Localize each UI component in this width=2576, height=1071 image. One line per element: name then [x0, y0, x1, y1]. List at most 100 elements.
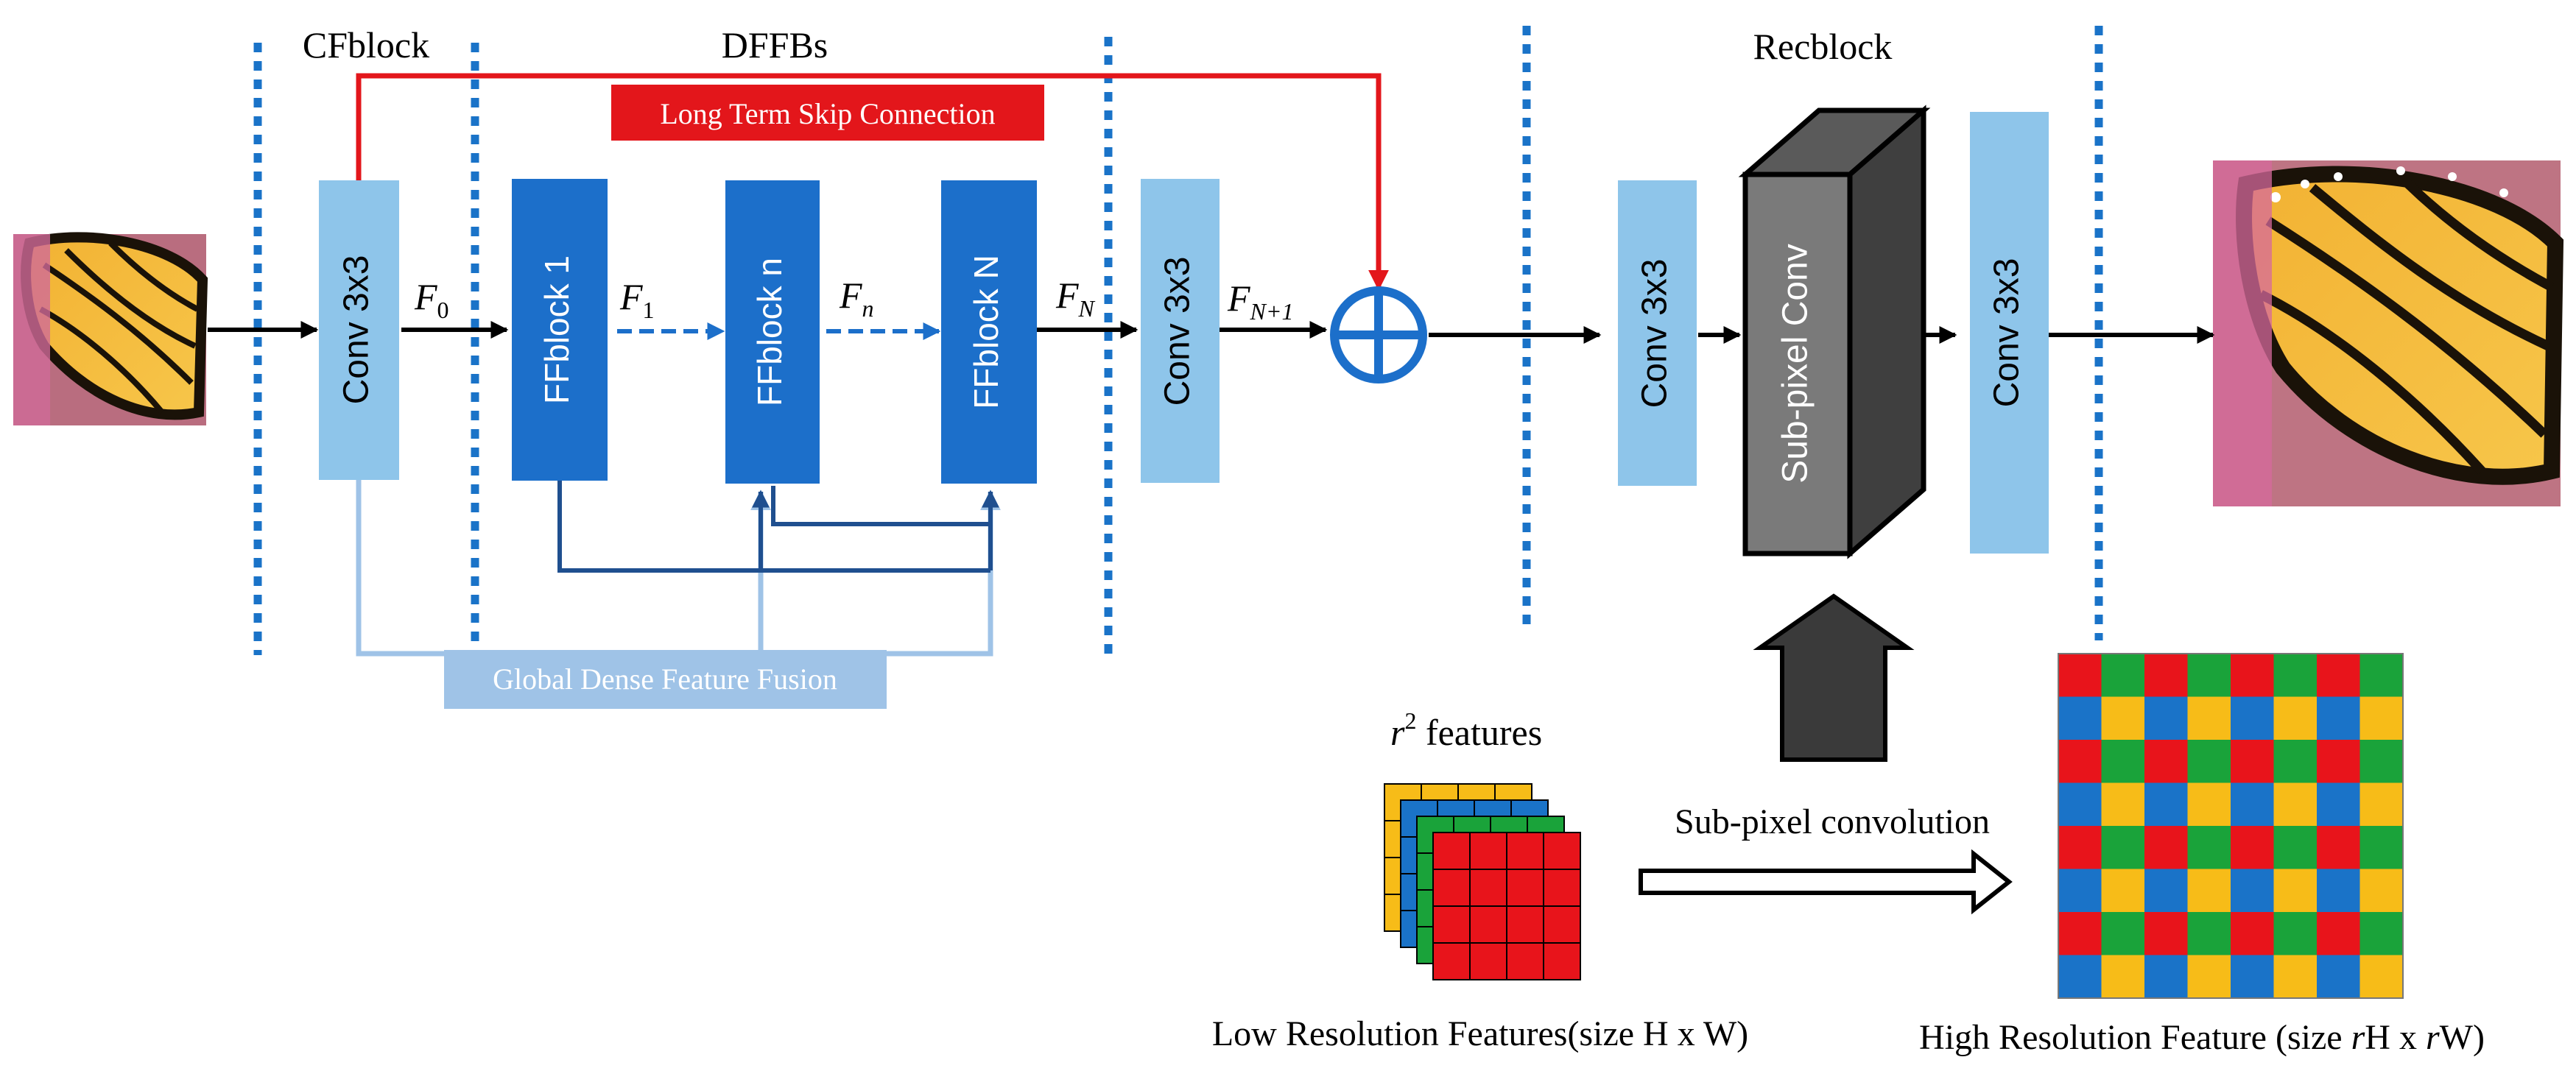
- lr-feature-cell: [1469, 832, 1507, 870]
- up-arrow-icon: [1753, 593, 1915, 762]
- hr-feature-cell: [2231, 696, 2274, 740]
- hr-feature-cell: [2359, 869, 2403, 912]
- feature-labels: F0 F1 Fn FN FN+1: [414, 275, 1293, 325]
- hr-feature-cell: [2359, 696, 2403, 740]
- lr-features-caption: Low Resolution Features(size H x W): [1212, 1014, 1748, 1053]
- hr-feature-cell: [2058, 782, 2102, 826]
- hr-feature-cell: [2101, 869, 2144, 912]
- hr-feature-cell: [2273, 740, 2317, 783]
- hr-feature-cell: [2273, 955, 2317, 998]
- conv-block-output: Conv 3x3: [1970, 112, 2049, 554]
- ffblock-N-label: FFblock N: [967, 255, 1005, 409]
- hr-feature-cell: [2187, 782, 2231, 826]
- hr-feature-cell: [2231, 740, 2274, 783]
- feature-label-fn: Fn: [839, 275, 874, 322]
- hr-feature-cell: [2187, 912, 2231, 955]
- lr-feature-cell: [1543, 942, 1581, 980]
- hr-feature-cell: [2317, 782, 2360, 826]
- hr-feature-cell: [2231, 654, 2274, 697]
- lr-feature-cell: [1543, 905, 1581, 944]
- lr-feature-cell: [1506, 942, 1544, 980]
- hr-feature-cell: [2359, 782, 2403, 826]
- ffblock-1-label: FFblock 1: [538, 255, 576, 404]
- hr-feature-cell: [2231, 782, 2274, 826]
- lr-feature-cell: [1506, 832, 1544, 870]
- conv-rec-label: Conv 3x3: [1636, 259, 1675, 409]
- hr-feature-cell: [2317, 696, 2360, 740]
- feature-label-f0: F0: [414, 276, 449, 323]
- butterfly-lr-image: [13, 232, 208, 425]
- global-dense-feature-fusion: Global Dense Feature Fusion: [356, 480, 1001, 709]
- lr-feature-cell: [1543, 869, 1581, 907]
- hr-feature-cell: [2317, 654, 2360, 697]
- lr-feature-cell: [1432, 905, 1471, 944]
- hr-feature-cell: [2101, 696, 2144, 740]
- hr-feature-cell: [2317, 955, 2360, 998]
- hr-feature-cell: [2144, 696, 2188, 740]
- hr-feature-cell: [2187, 826, 2231, 869]
- hr-feature-cell: [2359, 955, 2403, 998]
- hr-feature-cell: [2144, 912, 2188, 955]
- subpixel-convolution-arrow: [1639, 849, 2013, 915]
- subpixel-conv-block: Sub-pixel Conv: [1738, 105, 1931, 559]
- lr-feature-cell: [1432, 832, 1471, 870]
- hr-feature-cell: [2058, 955, 2102, 998]
- hr-feature-cell: [2231, 826, 2274, 869]
- hr-feature-cell: [2144, 869, 2188, 912]
- lr-feature-cell: [1506, 869, 1544, 907]
- hr-feature-cell: [2144, 654, 2188, 697]
- hr-feature-cell: [2058, 696, 2102, 740]
- hr-feature-cell: [2273, 782, 2317, 826]
- long-skip-label: Long Term Skip Connection: [660, 97, 995, 130]
- feature-label-f1: F1: [619, 276, 655, 323]
- hr-feature-cell: [2144, 740, 2188, 783]
- hr-feature-cell: [2273, 869, 2317, 912]
- hr-feature-cell: [2359, 826, 2403, 869]
- hr-feature-cell: [2187, 740, 2231, 783]
- subpixel-convolution-label: Sub-pixel convolution: [1675, 802, 1990, 841]
- hr-feature-cell: [2359, 912, 2403, 955]
- hr-feature-cell: [2101, 654, 2144, 697]
- hr-feature-cell: [2101, 740, 2144, 783]
- hr-feature-cell: [2058, 912, 2102, 955]
- hr-feature-caption: High Resolution Feature (size rH x rW): [1919, 1018, 2485, 1057]
- hr-feature-grid: [2058, 653, 2404, 999]
- feature-label-fN: FN: [1055, 275, 1096, 322]
- conv-input-label: Conv 3x3: [337, 255, 376, 405]
- lr-feature-cell: [1506, 905, 1544, 944]
- hr-feature-cell: [2187, 654, 2231, 697]
- conv-output-label: Conv 3x3: [1988, 258, 2027, 408]
- hr-feature-cell: [2359, 740, 2403, 783]
- hr-feature-cell: [2359, 654, 2403, 697]
- hr-feature-cell: [2231, 912, 2274, 955]
- butterfly-hr-image: [2213, 160, 2564, 506]
- feature-label-fN1: FN+1: [1227, 278, 1293, 325]
- conv-mid-label: Conv 3x3: [1158, 257, 1197, 406]
- hr-feature-cell: [2187, 869, 2231, 912]
- hr-feature-cell: [2058, 826, 2102, 869]
- gdff-label: Global Dense Feature Fusion: [493, 662, 837, 696]
- hr-feature-cell: [2058, 740, 2102, 783]
- circle-plus-icon: [1330, 286, 1427, 383]
- hr-feature-cell: [2144, 782, 2188, 826]
- lr-feature-stack: [1384, 783, 1581, 980]
- lr-feature-cell: [1469, 942, 1507, 980]
- hr-feature-cell: [2273, 696, 2317, 740]
- hr-feature-cell: [2317, 826, 2360, 869]
- lr-feature-cell: [1469, 905, 1507, 944]
- hr-feature-cell: [2187, 955, 2231, 998]
- ffblock-1: FFblock 1: [512, 179, 608, 481]
- section-title-cfblock: CFblock: [303, 24, 429, 66]
- hr-feature-cell: [2058, 654, 2102, 697]
- hr-feature-cell: [2101, 826, 2144, 869]
- hr-feature-cell: [2231, 955, 2274, 998]
- section-separators: [253, 26, 2103, 655]
- hr-feature-cell: [2187, 696, 2231, 740]
- hr-feature-cell: [2273, 654, 2317, 697]
- section-title-recblock: Recblock: [1753, 26, 1893, 67]
- main-flow-arrows: [208, 321, 2215, 344]
- section-title-dffbs: DFFBs: [722, 24, 828, 66]
- lr-feature-cell: [1469, 869, 1507, 907]
- hr-feature-cell: [2317, 740, 2360, 783]
